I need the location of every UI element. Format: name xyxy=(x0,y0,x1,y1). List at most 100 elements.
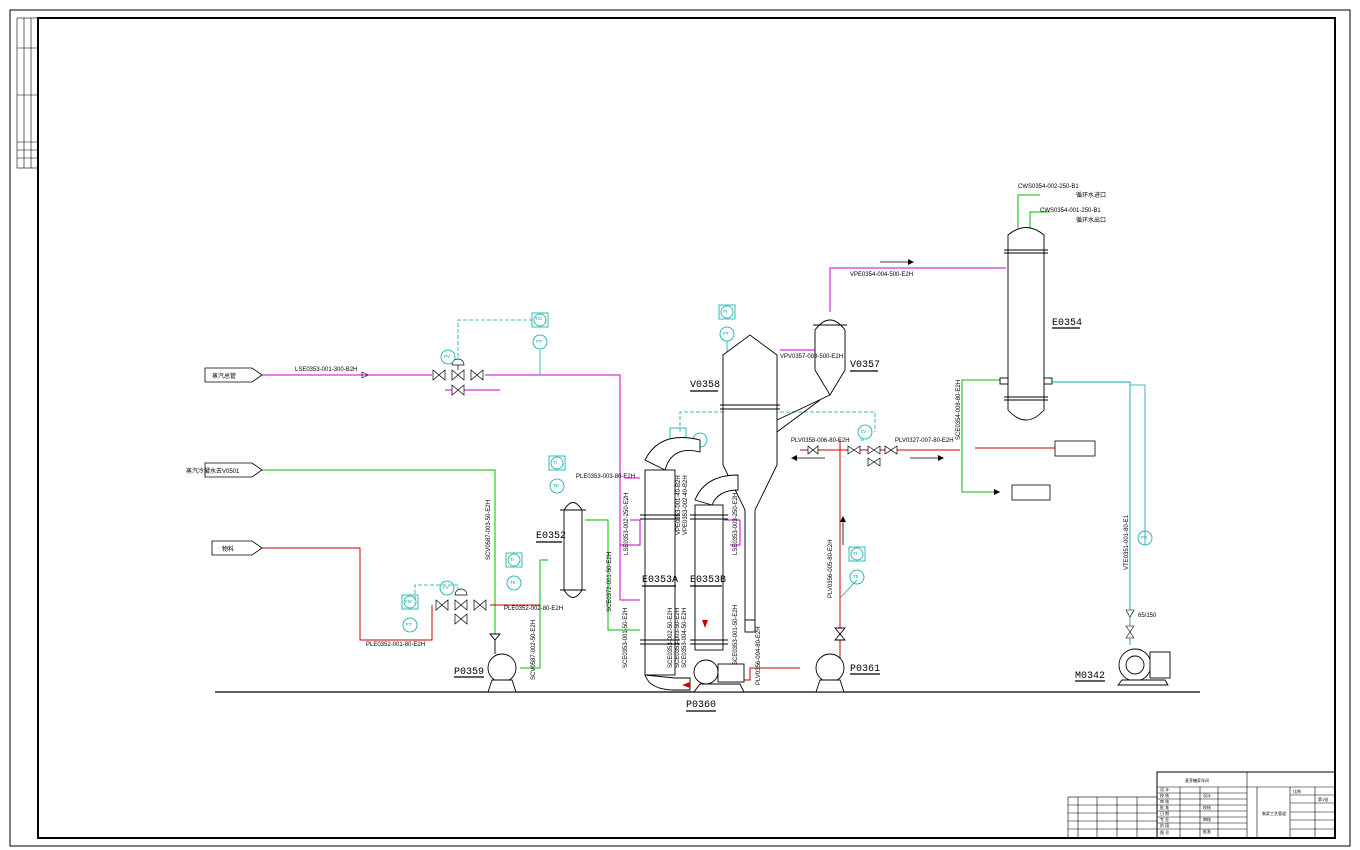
line-sce-b3: SCE0353-004-50-E2H xyxy=(682,608,688,668)
instrument-pv-top: PV xyxy=(440,349,456,365)
instrument-te-e0352: TE xyxy=(549,478,565,494)
line-plv-bottom: PLV0356-004-80-E2H xyxy=(756,626,762,685)
line-ple-e0352: PLE0353-003-80-E2H xyxy=(576,474,635,480)
instrument-fv: FV xyxy=(439,580,455,596)
line-sce-right: SCE0354-008-80-E2H xyxy=(956,380,962,440)
ti-mid-label: TI xyxy=(510,557,514,562)
source-steam-arrow xyxy=(204,367,263,383)
separator-v0357 xyxy=(813,319,847,396)
instrument-ti-mid: TI xyxy=(505,552,523,568)
pump-p0359 xyxy=(487,633,517,693)
tag-p0359: P0359 xyxy=(454,667,484,678)
destination-box-lower xyxy=(1011,484,1051,501)
fic-label: FIC xyxy=(405,599,413,604)
tb-scale: 比例 xyxy=(1293,788,1301,794)
heater-e0353a xyxy=(640,437,701,691)
inner-border xyxy=(37,17,1336,839)
te-mid-label: TE xyxy=(510,580,516,585)
line-sce-right-b: SCE0353-001-50-E2H xyxy=(733,605,739,665)
line-vte-right: VTE0351-001-80-E1 xyxy=(1124,514,1130,570)
source-condensate-arrow xyxy=(204,462,263,478)
tb-row-4: 日 期 xyxy=(1160,810,1169,816)
tag-e0352: E0352 xyxy=(536,531,566,542)
line-sce-b1: SCE0353-002-50-E2H xyxy=(668,608,674,668)
vacuum-pump-m0342 xyxy=(1117,648,1171,686)
source-feed-arrow xyxy=(211,540,263,556)
line-ple-feed: PLE0352-001-80-E2H xyxy=(366,642,425,648)
tag-e0354: E0354 xyxy=(1052,318,1082,329)
pt-label: PT xyxy=(536,339,542,344)
instrument-te-plv: TE xyxy=(849,569,865,585)
tb-row-0: 设 计 xyxy=(1160,786,1169,792)
pump-p0361 xyxy=(815,627,846,693)
tag-p0360: P0360 xyxy=(686,700,716,711)
fv-label: FV xyxy=(443,585,449,590)
tb-design: 设计 xyxy=(1203,792,1211,798)
instrument-te-mid: TE xyxy=(506,575,522,591)
line-sce-e0352: SCE0372-001-50-E2H xyxy=(607,552,613,612)
source-feed-label: 物料 xyxy=(222,545,234,553)
instrument-pi-top: PI xyxy=(718,304,736,320)
pump-p0360 xyxy=(693,659,745,693)
ti-label: TI xyxy=(553,460,557,465)
line-vapor-top: VPE0354-004-500-E2H xyxy=(850,272,913,278)
tic-label: TIC xyxy=(535,316,543,321)
line-sce-b2: SCE0353-003-50-E2H xyxy=(675,608,681,668)
pt-v0358-label: PT xyxy=(723,331,729,336)
instrument-lv: LV xyxy=(857,424,873,440)
feed-control-valve-station xyxy=(435,588,487,625)
line-scv-low: SCV0587-002-50-E2H xyxy=(531,620,537,680)
line-steam-main: LSE0353-001-300-B2H xyxy=(295,367,357,373)
tb-row-1: 校 核 xyxy=(1160,792,1169,798)
condenser-e0354 xyxy=(999,227,1053,421)
outer-border xyxy=(9,9,1351,847)
instrument-pt-top: PT xyxy=(532,334,548,350)
tb-row-7: 图 号 xyxy=(1160,829,1169,835)
tb-sheet: 第1张 xyxy=(1318,796,1328,802)
line-vpe-a: VPE0353-001-40-B2H xyxy=(676,475,682,535)
pg-label: PG xyxy=(1141,535,1148,540)
line-lse-b: LSE0353-003-250-E2H xyxy=(733,493,739,555)
instrument-fic: FIC xyxy=(401,594,419,610)
condensate-piping xyxy=(262,194,1050,669)
line-pump-size: 65/150 xyxy=(1138,613,1157,619)
ft-label: FT xyxy=(406,622,412,627)
tag-e0353a: E0353A xyxy=(642,575,678,586)
te-plv-label: TE xyxy=(853,574,859,579)
tb-row-2: 审 核 xyxy=(1160,798,1169,804)
title-block xyxy=(1067,771,1336,839)
flow-arrow xyxy=(361,371,369,379)
steam-control-valve-station xyxy=(432,358,484,396)
line-plv-right: PLV0327-007-80-E2H xyxy=(895,438,954,444)
line-plv-down: PLV0356-005-80-E2H xyxy=(828,539,834,598)
tb-project: 麦芽糖浆车间 xyxy=(1185,777,1209,783)
te-label: TE xyxy=(553,483,559,488)
tb-row-6: 阶 段 xyxy=(1160,822,1169,828)
line-cws-in: CWS0354-002-250-B1 xyxy=(1018,184,1079,190)
tb-review: 审核 xyxy=(1203,816,1211,822)
line-scv-up: SCV0587-003-50-E2H xyxy=(486,500,492,560)
line-lse-mid: LSE0353-002-250-E2H xyxy=(624,493,630,555)
tag-m0342: M0342 xyxy=(1075,671,1105,682)
line-v0357-in: VPV0357-003-500-E2H xyxy=(780,354,843,360)
tag-p0361: P0361 xyxy=(850,664,880,675)
pi-label: PI xyxy=(723,309,727,314)
plv-valves xyxy=(807,445,898,467)
tb-check: 校核 xyxy=(1203,804,1211,810)
revision-strip xyxy=(16,17,39,169)
instrument-signals xyxy=(414,319,876,600)
tag-e0353b: E0353B xyxy=(690,575,726,586)
vacuum-line xyxy=(1052,381,1131,645)
line-ple-mid: PLE0352-002-80-E2H xyxy=(504,606,563,612)
steam-piping xyxy=(262,267,1006,601)
source-condensate-label: 蒸汽冷凝水去V0501 xyxy=(186,467,240,475)
pv-label: PV xyxy=(444,354,450,359)
line-cws-out: CWS0354-001-250-B1 xyxy=(1040,208,1101,214)
heater-e0353b xyxy=(690,474,739,651)
label-cws-out: 循环水出口 xyxy=(1076,216,1106,224)
destination-box-upper xyxy=(1054,440,1096,457)
ti-plv-label: TI xyxy=(853,551,857,556)
lv-label: LV xyxy=(861,429,866,434)
instrument-tic-top: TIC xyxy=(531,312,549,328)
